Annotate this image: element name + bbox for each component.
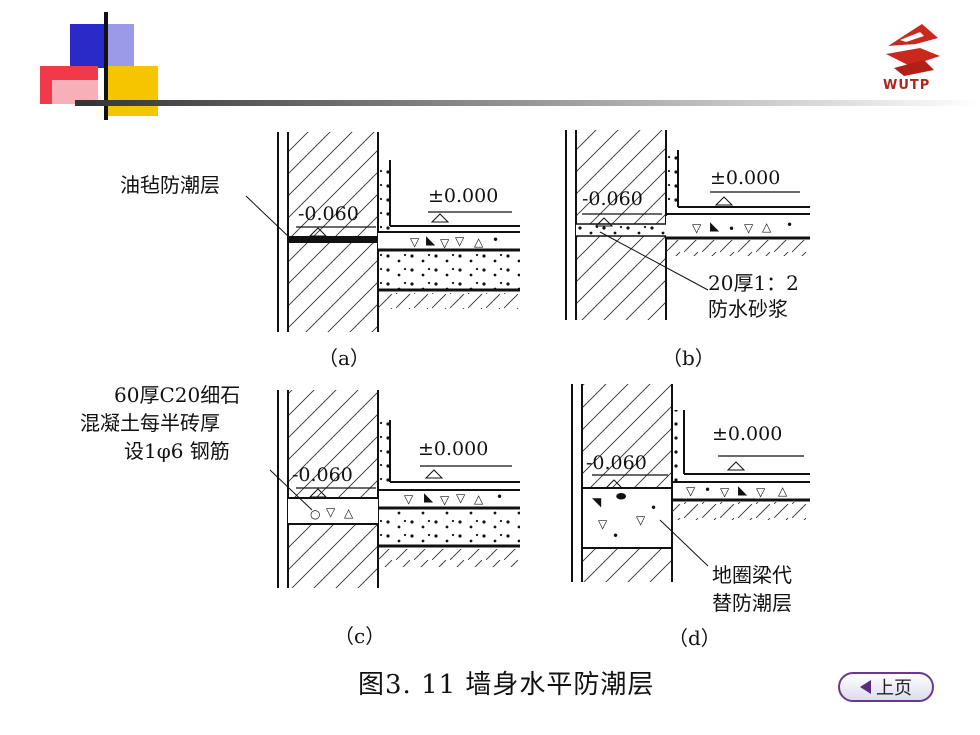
svg-text:•: • <box>650 501 657 515</box>
svg-text:•: • <box>704 483 711 497</box>
svg-text:▽: ▽ <box>692 221 702 235</box>
svg-text:▽: ▽ <box>720 485 730 499</box>
panel-d-level-low: -0.060 <box>586 452 647 474</box>
panel-a-felt-layer <box>288 236 378 243</box>
left-arrow-icon <box>860 680 871 694</box>
wutp-logo-mark <box>886 24 940 76</box>
svg-text:▽: ▽ <box>440 493 450 507</box>
panel-d-ring-beam <box>582 488 672 548</box>
svg-text:•: • <box>728 222 735 236</box>
panel-c-note-line2: 混凝土每半砖厚 <box>80 411 220 435</box>
svg-text:▽: ▽ <box>456 491 466 505</box>
panel-b-caption: （b） <box>662 346 715 370</box>
panel-c-note-line3: 设1φ6 钢筋 <box>124 439 230 463</box>
figure-caption: 图3. 11 墙身水平防潮层 <box>358 670 655 700</box>
prev-page-button[interactable]: 上页 <box>838 672 934 702</box>
svg-text:⬬: ⬬ <box>616 489 627 503</box>
svg-text:△: △ <box>474 235 484 249</box>
svg-text:•: • <box>496 490 503 504</box>
svg-text:◣: ◣ <box>424 490 434 504</box>
svg-text:◥: ◥ <box>592 495 602 509</box>
panel-d-note-line1: 地圈梁代 <box>712 563 792 587</box>
svg-text:▽: ▽ <box>455 234 465 248</box>
panel-a-level-low: -0.060 <box>298 203 359 225</box>
prev-page-label: 上页 <box>876 678 912 699</box>
panel-d: ◥ ⬬ ▽ ▽ • • ▽ • ▽ ◣ ▽ △ <box>571 384 810 582</box>
panel-b-note-line1: 20厚1：2 <box>708 271 799 295</box>
panel-a-note: 油毡防潮层 <box>120 173 220 197</box>
svg-text:△: △ <box>778 484 788 498</box>
svg-text:◣: ◣ <box>738 483 748 497</box>
panel-b-note-line2: 防水砂浆 <box>708 297 788 321</box>
panel-d-level-top: ±0.000 <box>712 423 783 445</box>
panel-b: ▽ ◣ • ▽ △ • <box>565 130 810 320</box>
svg-text:▽: ▽ <box>326 505 336 519</box>
svg-text:•: • <box>612 529 619 543</box>
panel-b-level-low: -0.060 <box>582 188 643 210</box>
svg-text:▽: ▽ <box>440 236 450 250</box>
panel-d-caption: （d） <box>668 626 721 650</box>
panel-c: ○ ▽ △ ▽ ◣ ▽ ▽ △ • <box>269 390 520 588</box>
svg-text:◣: ◣ <box>426 233 436 247</box>
wutp-logo <box>880 14 950 94</box>
header-decoration-graphic <box>40 12 980 120</box>
panel-c-level-low: -0.060 <box>292 464 353 486</box>
svg-text:○: ○ <box>310 507 320 521</box>
panel-a-wall <box>288 132 378 332</box>
svg-text:▽: ▽ <box>636 513 646 527</box>
svg-text:△: △ <box>474 492 484 506</box>
svg-text:△: △ <box>762 220 772 234</box>
svg-text:◣: ◣ <box>710 219 720 233</box>
panel-c-note-line1: 60厚C20细石 <box>114 383 241 407</box>
svg-text:▽: ▽ <box>744 221 754 235</box>
logo-text: WUTP <box>883 78 931 93</box>
panel-c-concrete-band <box>288 498 378 524</box>
svg-text:•: • <box>492 233 499 247</box>
svg-text:•: • <box>786 218 793 232</box>
header-decoration <box>0 0 980 130</box>
panel-a-level-top: ±0.000 <box>428 185 499 207</box>
panel-b-level-top: ±0.000 <box>710 167 781 189</box>
svg-text:▽: ▽ <box>404 492 414 506</box>
panel-a: ▽ ◣ ▽ ▽ △ • <box>245 132 520 332</box>
svg-text:▽: ▽ <box>686 484 696 498</box>
panel-a-caption: （a） <box>318 346 370 370</box>
panel-c-level-top: ±0.000 <box>418 438 489 460</box>
panel-d-note-line2: 替防潮层 <box>712 591 792 615</box>
svg-text:▽: ▽ <box>598 517 608 531</box>
svg-text:▽: ▽ <box>756 485 766 499</box>
panel-c-caption: （c） <box>334 624 386 648</box>
svg-text:△: △ <box>344 506 354 520</box>
svg-text:▽: ▽ <box>410 235 420 249</box>
